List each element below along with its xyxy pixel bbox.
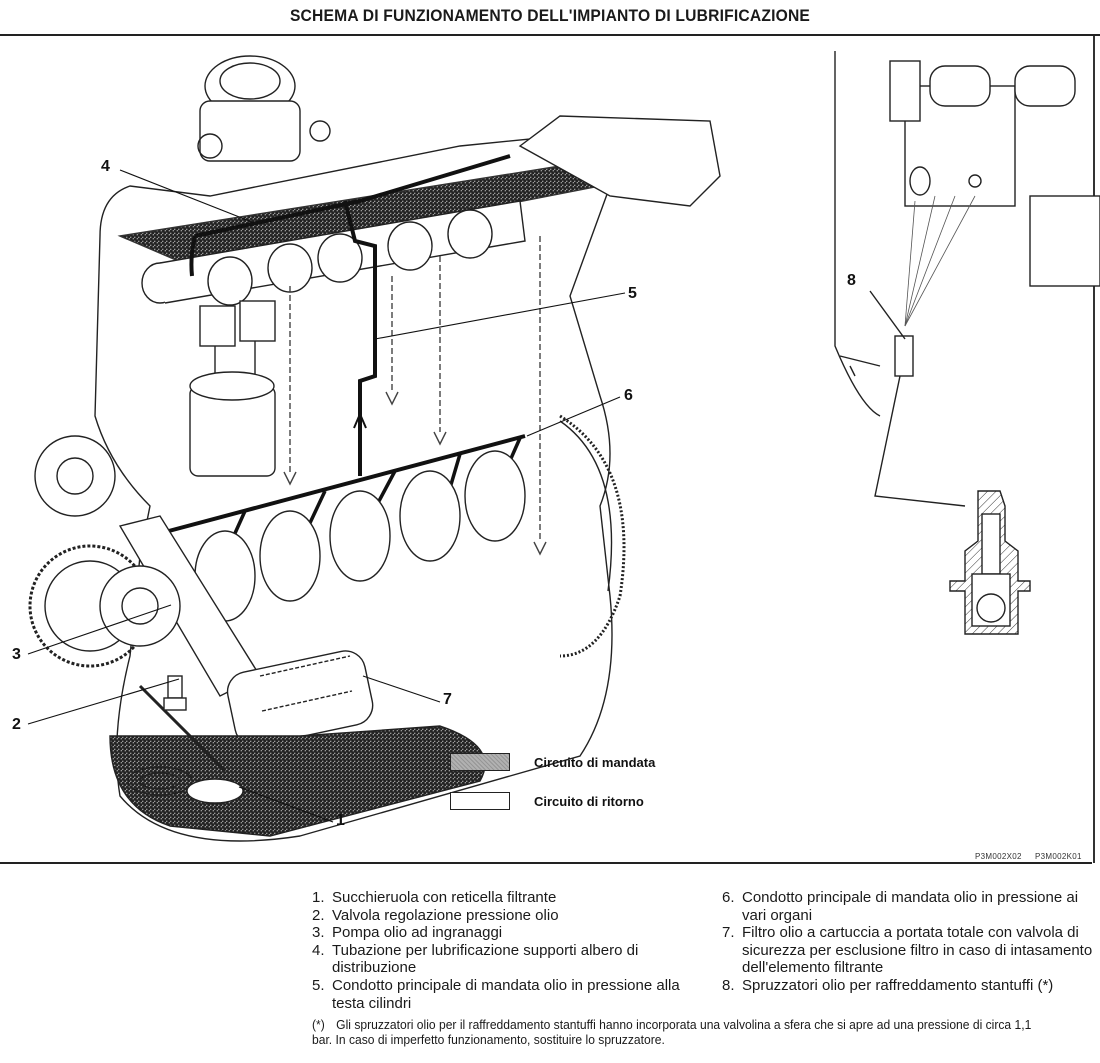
callout-6: 6 [624, 387, 633, 404]
oil-sump [109, 684, 486, 837]
legend-pressure-circuit: Circuito di mandata [450, 753, 655, 771]
item-number: 3. [312, 924, 325, 942]
callout-3: 3 [12, 646, 21, 663]
parts-list-item: 3. Pompa olio ad ingranaggi [312, 924, 684, 942]
item-text: Tubazione per lubrificazione supporti al… [332, 941, 639, 977]
callout-4: 4 [101, 158, 110, 175]
frame-bottom-rule [0, 862, 1092, 864]
top-rule [0, 34, 1100, 36]
frame-right-rule [1093, 36, 1095, 863]
figure-code: P3M002X02 [975, 852, 1022, 861]
legend-swatch-stippled [450, 753, 510, 771]
flywheel [559, 414, 626, 658]
footnote-text: Gli spruzzatori olio per il raffreddamen… [312, 1017, 1032, 1047]
parts-list-item: 2. Valvola regolazione pressione olio [312, 907, 684, 925]
legend-return-circuit: Circuito di ritorno [450, 792, 644, 810]
item-text: Spruzzatori olio per raffreddamento stan… [742, 976, 1054, 994]
camshaft-oil-tube [194, 154, 511, 238]
callout-5: 5 [628, 285, 637, 302]
parts-list-item: 4. Tubazione per lubrificazione supporti … [312, 942, 684, 977]
legend-label: Circuito di ritorno [534, 793, 644, 809]
item-number: 6. [722, 889, 735, 906]
callout-leaders [27, 169, 626, 823]
main-gallery-duct [149, 434, 526, 538]
valves-piston [189, 300, 276, 477]
return-channels [289, 236, 541, 546]
footnote-mark: (*) [312, 1017, 325, 1032]
parts-list-item: 6. Condotto principale di mandata olio in… [722, 889, 1097, 924]
item-text: Valvola regolazione pressione olio [332, 906, 559, 924]
footnote: (*)Gli spruzzatori olio per il raffredda… [312, 1017, 1047, 1047]
engine-block [94, 55, 721, 842]
item-number: 2. [312, 906, 325, 924]
parts-list-left: 1. Succhieruola con reticella filtrante 2… [312, 889, 684, 1012]
callout-1: 1 [336, 812, 345, 829]
item-number: 1. [312, 889, 325, 906]
legend-swatch-blank [450, 792, 510, 810]
legend-label: Circuito di mandata [534, 754, 656, 770]
camshaft-oil-tube-branch [189, 235, 197, 277]
callout-7: 7 [443, 691, 452, 708]
pressure-regulator-valve [163, 675, 187, 711]
item-number: 4. [312, 941, 325, 959]
item-text: Condotto principale di mandata olio in p… [332, 976, 680, 1012]
engine-lubrication-illustration [27, 51, 1100, 842]
item-text: Filtro olio a cartuccia a portata totale… [742, 924, 1093, 977]
parts-list-item: 1. Succhieruola con reticella filtrante [312, 889, 684, 907]
camshaft [141, 200, 526, 306]
jet-section-detail [949, 490, 1031, 635]
parts-list-item: 7. Filtro olio a cartuccia a portata tota… [722, 924, 1097, 977]
figure-code: P3M002K01 [1035, 852, 1082, 861]
item-number: 8. [722, 976, 735, 994]
item-number: 5. [312, 976, 325, 994]
item-text: Pompa olio ad ingranaggi [332, 924, 503, 942]
parts-list-right: 6. Condotto principale di mandata olio in… [722, 889, 1097, 995]
piston-cooling-inset [834, 51, 1100, 507]
oil-pump [99, 515, 262, 697]
main-head-supply-duct [343, 200, 377, 476]
parts-list-item: 5. Condotto principale di mandata olio in… [312, 977, 684, 1012]
callout-8: 8 [847, 272, 856, 289]
item-text: Condotto principale di mandata olio in p… [742, 889, 1079, 924]
item-text: Succhieruola con reticella filtrante [332, 889, 557, 906]
return-arrow-heads [283, 391, 547, 556]
diagram-title: SCHEMA DI FUNZIONAMENTO DELL'IMPIANTO DI… [289, 6, 811, 25]
item-number: 7. [722, 924, 735, 942]
callout-2: 2 [12, 716, 21, 733]
parts-list-item: 8. Spruzzatori olio per raffreddamento st… [722, 977, 1097, 995]
